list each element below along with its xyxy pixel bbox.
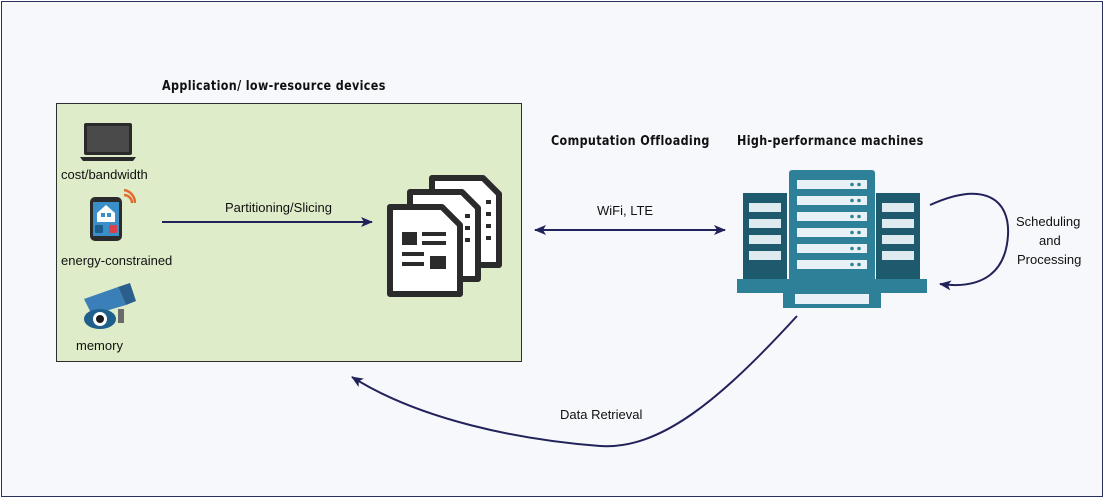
documents-icon (387, 175, 502, 297)
scheduling-label-3: Processing (1017, 252, 1082, 267)
server-icon (737, 170, 927, 308)
laptop-icon (80, 123, 136, 161)
partitioning-label: Partitioning/Slicing (225, 200, 332, 215)
hpc-heading: High-performance machines (737, 134, 924, 149)
network-label: WiFi, LTE (597, 203, 654, 218)
offloading-heading: Computation Offloading (551, 134, 710, 149)
scheduling-loop-arrow (929, 192, 1010, 291)
devices-heading: Application/ low-resource devices (162, 79, 386, 94)
device-label-energy: energy-constrained (61, 253, 173, 268)
retrieval-label: Data Retrieval (560, 407, 643, 422)
scheduling-label-2: and (1039, 233, 1061, 248)
smart-home-phone-icon (90, 189, 136, 241)
device-label-memory: memory (76, 338, 123, 353)
scheduling-label-1: Scheduling (1016, 214, 1081, 229)
device-label-cost: cost/bandwidth (61, 167, 148, 182)
surveillance-camera-icon (84, 283, 136, 329)
retrieval-arrow (351, 315, 798, 448)
